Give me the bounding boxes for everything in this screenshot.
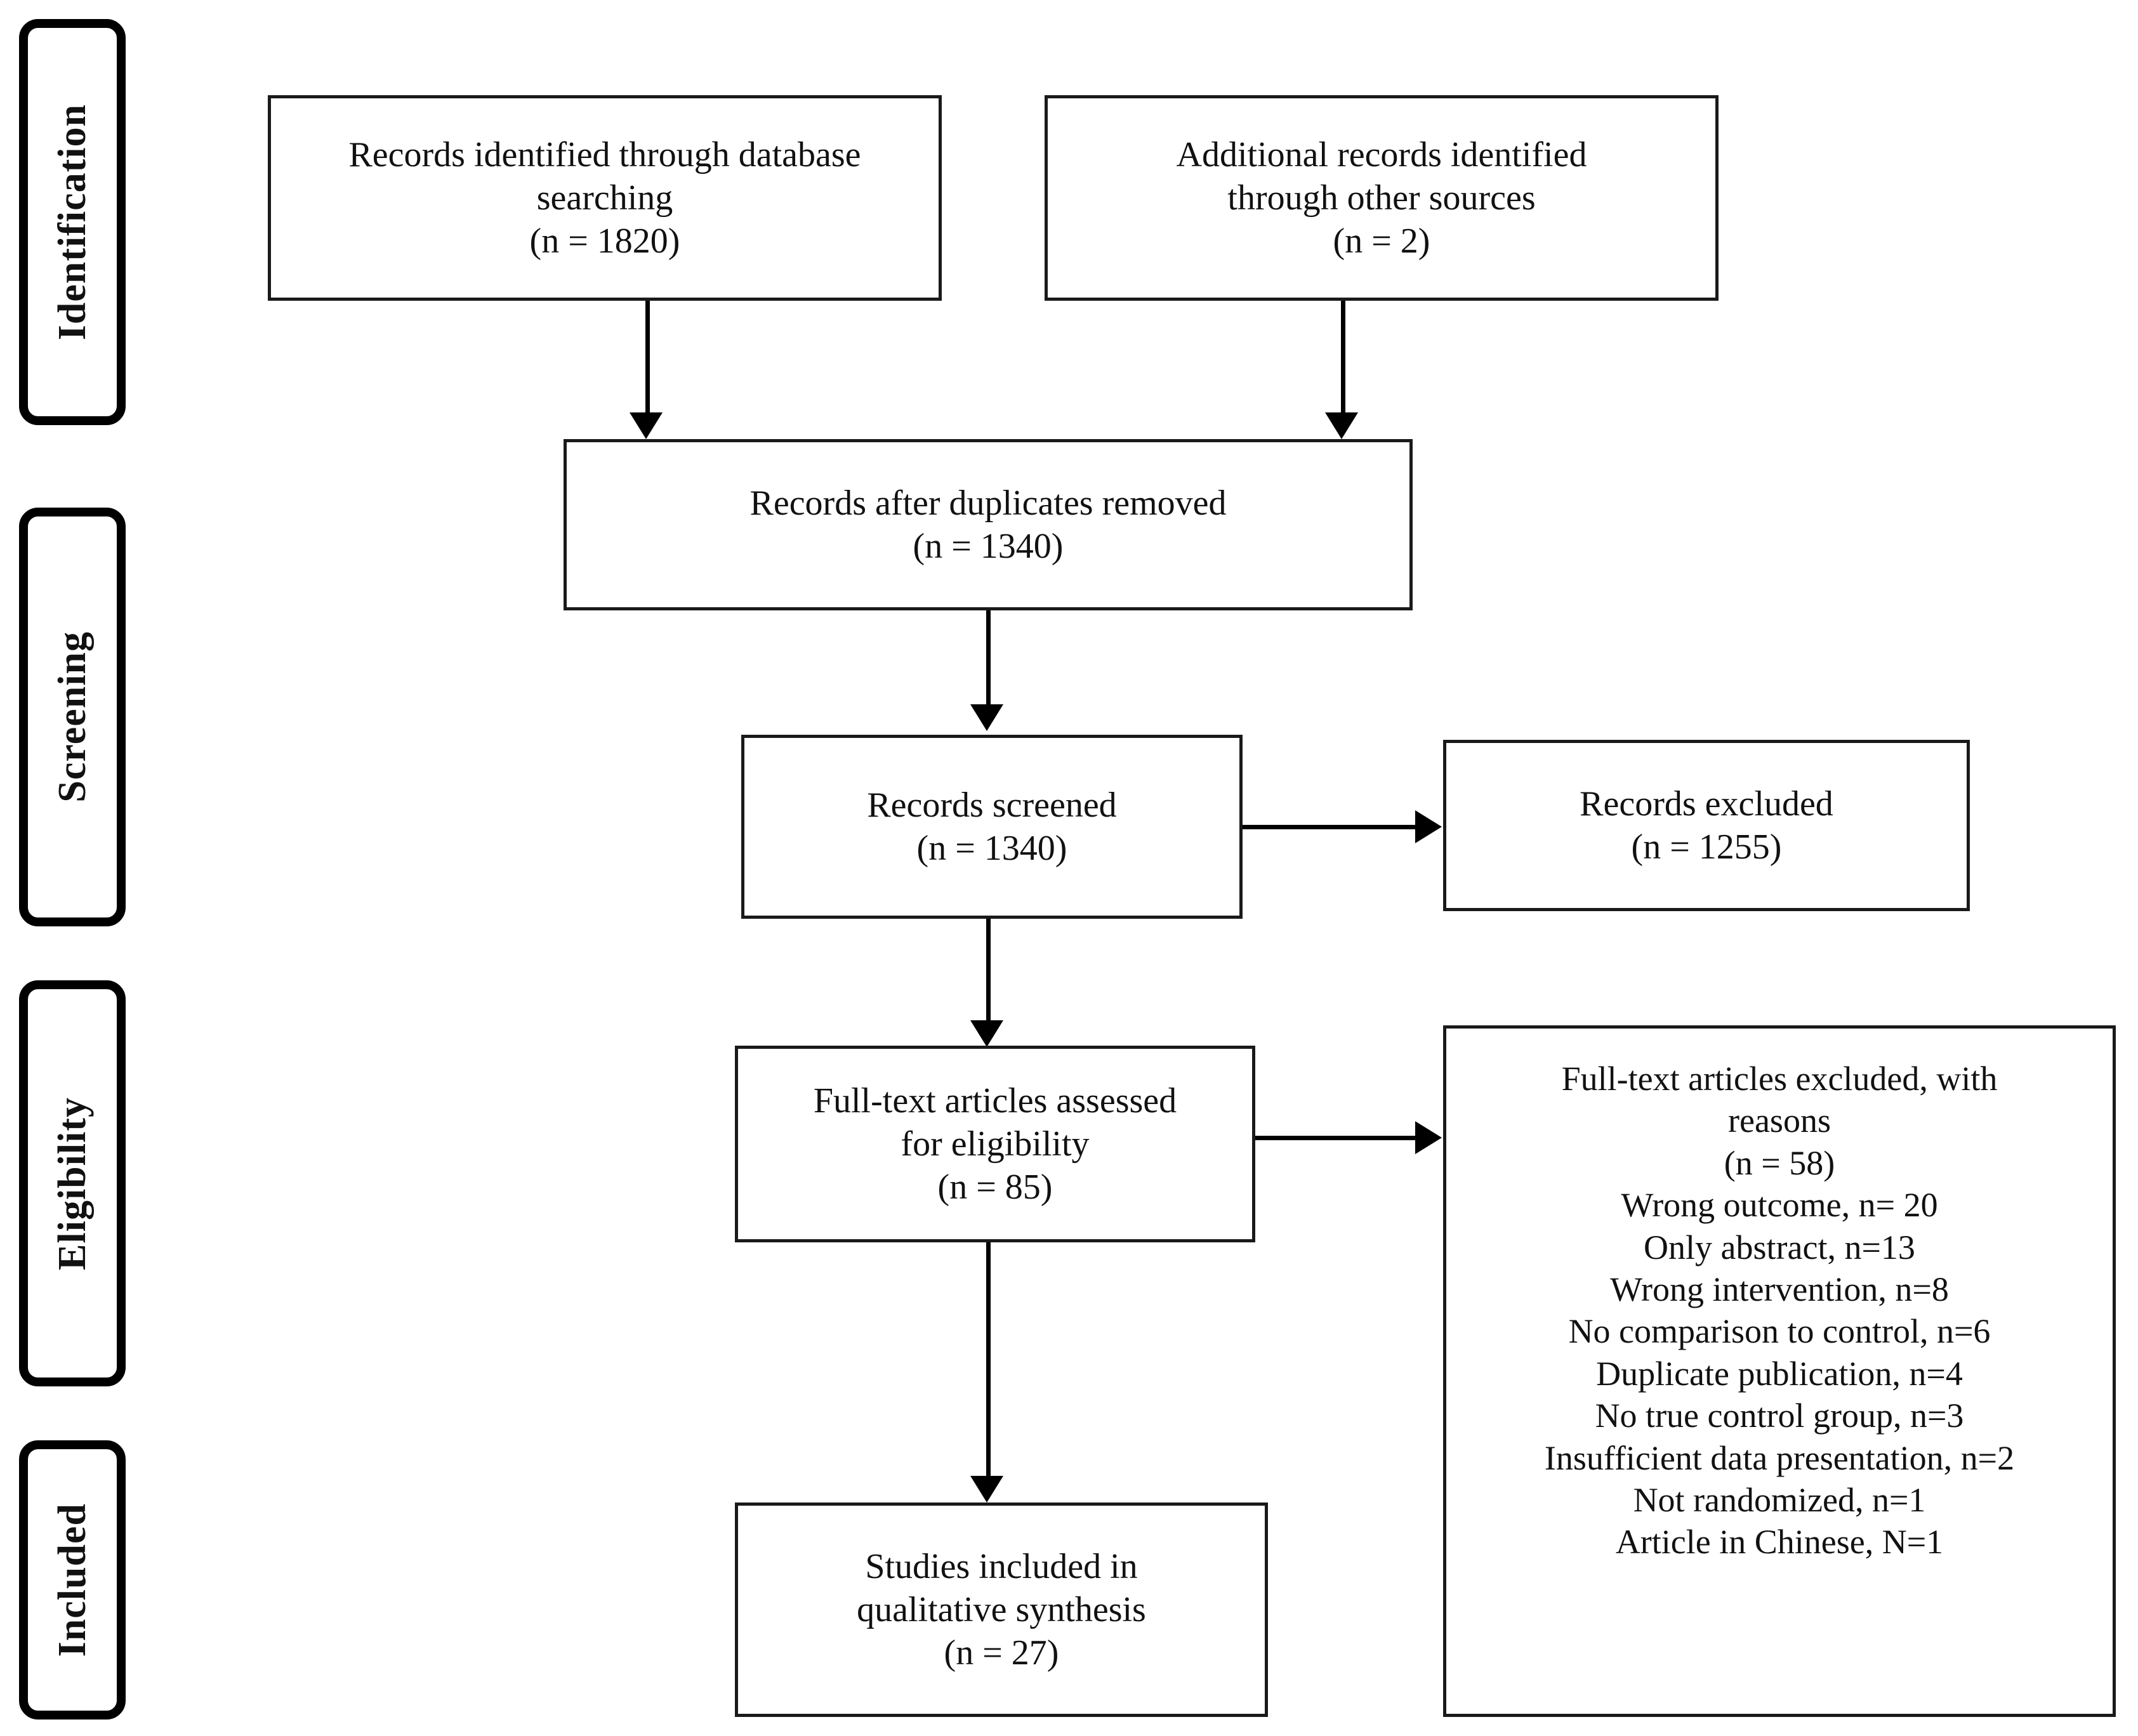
box-fulltext-articles-excluded-with-reasons-text: Full-text articles excluded, with reason… <box>1544 1060 2015 1562</box>
arrowhead-screened-to-fulltext <box>970 1020 1003 1047</box>
connector-screened-to-excluded <box>1243 825 1418 829</box>
arrowhead-screened-to-excluded <box>1415 810 1442 843</box>
stage-pill-identification: Identification <box>19 19 126 425</box>
box-records-identified-database: Records identified through database sear… <box>268 95 942 301</box>
box-studies-included-qualitative-synthesis: Studies included in qualitative synthesi… <box>735 1503 1268 1717</box>
connector-screened-to-fulltext <box>986 919 991 1028</box>
stage-label-screening: Screening <box>51 631 94 803</box>
stage-label-identification: Identification <box>51 103 94 341</box>
arrowhead-other-to-duplicates <box>1325 412 1358 439</box>
stage-pill-screening: Screening <box>19 508 126 926</box>
arrowhead-database-to-duplicates <box>630 412 663 439</box>
box-records-excluded: Records excluded (n = 1255) <box>1443 740 1970 911</box>
box-studies-included-qualitative-synthesis-text: Studies included in qualitative synthesi… <box>857 1546 1146 1673</box>
box-records-after-duplicates-removed-text: Records after duplicates removed (n = 13… <box>749 483 1227 566</box>
connector-duplicates-to-screened <box>986 610 991 712</box>
stage-pill-included: Included <box>19 1440 126 1720</box>
connector-database-to-duplicates <box>645 301 650 420</box>
box-additional-records-other-sources-text: Additional records identified through ot… <box>1176 135 1587 261</box>
box-records-identified-database-text: Records identified through database sear… <box>348 135 861 261</box>
connector-fulltext-to-included <box>986 1242 991 1483</box>
box-records-screened: Records screened (n = 1340) <box>741 735 1243 919</box>
stage-label-included: Included <box>51 1503 94 1657</box>
box-fulltext-articles-assessed-text: Full-text articles assessed for eligibil… <box>813 1081 1177 1207</box>
connector-other-to-duplicates <box>1341 301 1345 420</box>
box-records-excluded-text: Records excluded (n = 1255) <box>1580 784 1833 867</box>
box-records-after-duplicates-removed: Records after duplicates removed (n = 13… <box>564 439 1413 610</box>
stage-label-eligibility: Eligibility <box>51 1096 94 1270</box>
arrowhead-fulltext-to-excluded-reasons <box>1415 1121 1442 1154</box>
box-additional-records-other-sources: Additional records identified through ot… <box>1045 95 1719 301</box>
box-fulltext-articles-excluded-with-reasons: Full-text articles excluded, with reason… <box>1443 1025 2116 1717</box>
arrowhead-fulltext-to-included <box>970 1476 1003 1503</box>
arrowhead-duplicates-to-screened <box>970 704 1003 731</box>
box-records-screened-text: Records screened (n = 1340) <box>867 785 1117 868</box>
box-fulltext-articles-assessed: Full-text articles assessed for eligibil… <box>735 1046 1255 1242</box>
connector-fulltext-to-excluded-reasons <box>1255 1136 1418 1140</box>
stage-pill-eligibility: Eligibility <box>19 980 126 1386</box>
